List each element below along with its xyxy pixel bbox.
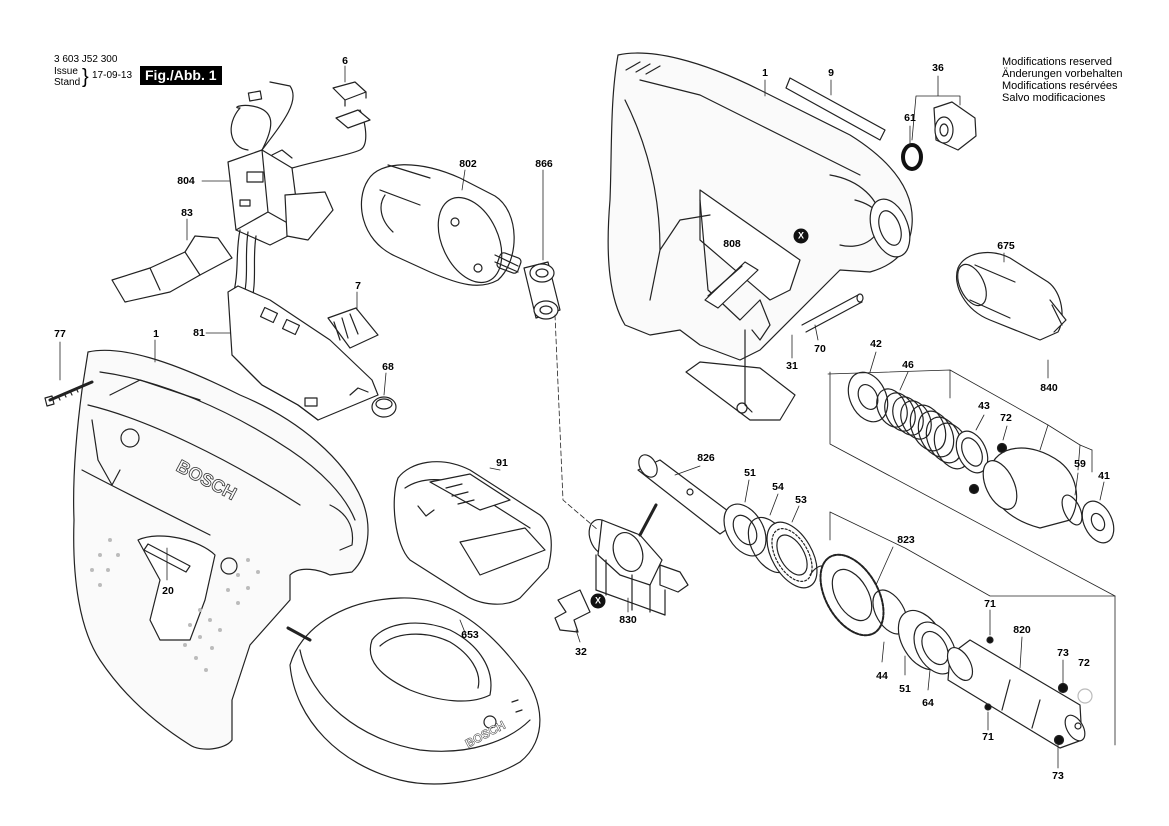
modifications-line: Änderungen vorbehalten [1002, 68, 1123, 80]
charger-653: BOSCH [286, 597, 541, 785]
circuit-board-81 [227, 285, 379, 421]
ring-43 [955, 430, 989, 474]
motor-802 [360, 164, 522, 286]
callout-label: 866 [535, 158, 553, 170]
callout-label: 73 [1057, 647, 1069, 659]
callout-label: 81 [193, 327, 205, 339]
callout-label: 44 [876, 670, 888, 682]
x-marker: X [590, 593, 606, 609]
callout-label: 72 [1078, 657, 1090, 669]
callout-label: 51 [744, 467, 756, 479]
clip-32 [554, 589, 591, 633]
callout-label: 802 [459, 158, 477, 170]
callout-label: 36 [932, 62, 944, 74]
callout-label: 54 [772, 481, 784, 493]
callout-label: 46 [902, 359, 914, 371]
callout-label: 1 [762, 67, 768, 79]
ring-53 [766, 521, 818, 589]
callout-label: 72 [1000, 412, 1012, 424]
drill-housing-left: BOSCH [73, 349, 369, 750]
callout-label: 653 [461, 629, 479, 641]
bearing-866 [523, 261, 561, 320]
callout-label: 83 [181, 207, 193, 219]
ring-51 [723, 503, 767, 557]
callout-label: 68 [382, 361, 394, 373]
leader-lines [59, 65, 1116, 769]
switch-804 [227, 81, 367, 246]
callout-label: 7 [355, 280, 361, 292]
callout-label: 20 [162, 585, 174, 597]
callout-label: 53 [795, 494, 807, 506]
callout-label: 43 [978, 400, 990, 412]
callout-label: 675 [997, 240, 1015, 252]
callout-label: 42 [870, 338, 882, 350]
part-number: 3 603 J52 300 [54, 54, 118, 65]
callout-label: 70 [814, 343, 826, 355]
clutch-gear-823 [809, 553, 957, 675]
pin-70 [801, 293, 864, 333]
callout-label: 73 [1052, 770, 1064, 782]
battery-91 [393, 461, 552, 605]
callout-label: 6 [342, 55, 348, 67]
spring-46 [876, 388, 932, 440]
issue-date: 17-09-13 [92, 70, 133, 81]
balls-71-73 [984, 636, 1093, 746]
callout-label: 71 [984, 598, 996, 610]
spindle-820 [946, 639, 1086, 749]
x-marker: X [793, 228, 809, 244]
callout-label: 804 [177, 175, 195, 187]
connector-7 [327, 307, 379, 349]
screw-77 [44, 380, 94, 407]
callout-label: 31 [786, 360, 798, 372]
o-ring-61 [901, 143, 923, 171]
issue-label: Issue [54, 66, 78, 77]
callout-label: 820 [1013, 624, 1031, 636]
chuck-675 [956, 251, 1067, 341]
callout-label: 1 [153, 328, 159, 340]
callout-label: 32 [575, 646, 587, 658]
callout-label: 64 [922, 697, 934, 709]
callout-label: 51 [899, 683, 911, 695]
callout-label: 823 [897, 534, 915, 546]
callout-label: 41 [1098, 470, 1110, 482]
housing-half-right [607, 52, 913, 421]
callout-label: 826 [697, 452, 715, 464]
cap-41 [1081, 500, 1115, 544]
part-36 [933, 101, 977, 151]
header-brace: } [82, 66, 89, 88]
modifications-notice: Modifications reserved Änderungen vorbeh… [1002, 56, 1122, 104]
pad-83 [111, 235, 233, 303]
cap-68 [371, 396, 397, 418]
sleeve-840 [982, 447, 1078, 529]
stand-label: Stand [54, 77, 81, 88]
callout-label: 840 [1040, 382, 1058, 394]
modifications-line: Salvo modificaciones [1002, 92, 1106, 104]
modifications-line: Modifications reserved [1002, 56, 1113, 68]
modifications-line: Modifications resérvées [1002, 80, 1118, 92]
callout-label: 59 [1074, 458, 1086, 470]
balls-72 [968, 442, 1008, 495]
callout-label: 91 [496, 457, 508, 469]
callout-label: 71 [982, 731, 994, 743]
callout-label: 830 [619, 614, 637, 626]
callout-label: 77 [54, 328, 66, 340]
connector-6 [332, 81, 371, 129]
figure-label: Fig./Abb. 1 [140, 66, 222, 85]
callout-label: 9 [828, 67, 834, 79]
gear-assembly-830 [588, 503, 689, 616]
callout-label: 808 [723, 238, 741, 250]
callout-label: 61 [904, 112, 916, 124]
ring-59 [1061, 494, 1083, 526]
